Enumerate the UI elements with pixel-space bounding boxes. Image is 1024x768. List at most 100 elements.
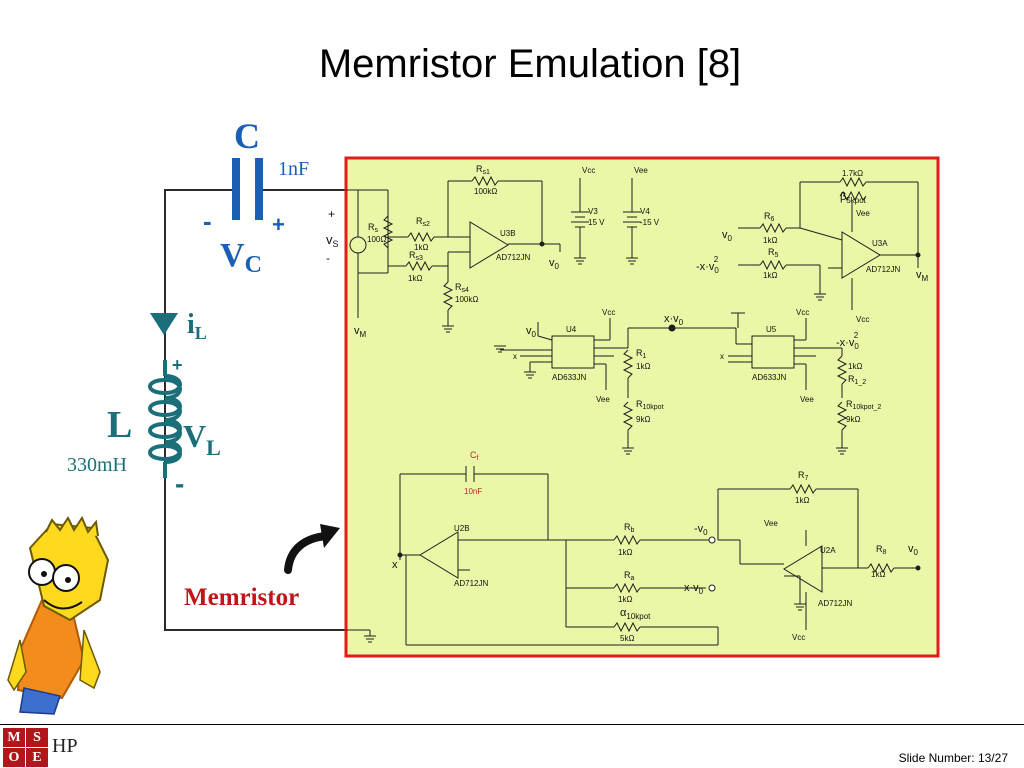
capacitor-value: 1nF: [278, 158, 309, 180]
rs3-value: 1kΩ: [408, 274, 422, 283]
cf-name-main: C: [470, 450, 477, 460]
rs1-value: 100kΩ: [474, 187, 497, 196]
beta-name: β5kpot: [840, 191, 867, 205]
neg-v0: -v0: [694, 523, 708, 537]
r1-name-sub: 1: [643, 353, 647, 360]
capacitor-symbol: [232, 158, 263, 220]
r1-value: 1kΩ: [636, 362, 650, 371]
beta-name-sub: 5kpot: [846, 196, 866, 205]
rs2-name: Rs2: [416, 216, 430, 228]
capacitor-minus: -: [203, 206, 212, 236]
source-v: v: [326, 232, 333, 247]
r8-name: R8: [876, 544, 887, 556]
cartoon-character-image: [7, 515, 110, 715]
inductor-voltage-sub: L: [206, 435, 221, 460]
u5-out-sup: 2: [854, 331, 859, 340]
neg-v0-v: -v: [694, 523, 704, 535]
rb-name-sub: b: [631, 527, 635, 534]
xv0-low-sub: 0: [699, 587, 704, 596]
r8-name-main: R: [876, 544, 883, 554]
source-plus: +: [328, 207, 335, 221]
slide-number: Slide Number: 13/27: [898, 751, 1008, 765]
u5-out-prefix: -x·v: [836, 337, 855, 349]
r10-2-name-sub: 10kpot_2: [853, 404, 882, 411]
inductor-minus: -: [175, 468, 184, 499]
inductor-voltage: VL: [183, 418, 221, 460]
r7-name-sub: 7: [805, 475, 809, 482]
r6-name: R6: [764, 211, 775, 223]
v0-out1-sub: 0: [555, 262, 560, 271]
current-sub: L: [195, 323, 207, 343]
source-label: vS: [326, 232, 339, 249]
u2a-vcc: Vcc: [792, 633, 805, 642]
memristor-arrow-icon: [284, 532, 330, 574]
u2b-name: U2B: [454, 524, 470, 533]
u2a-part: AD712JN: [818, 599, 852, 608]
u4-in-v-sub: 0: [532, 330, 537, 339]
r7-name-main: R: [798, 470, 805, 480]
u3a-in2-prefix: -x·v: [696, 261, 715, 273]
u3a-in1-v: v: [722, 229, 728, 241]
v0-out2-v: v: [908, 543, 914, 555]
u3a-in2-sup: 2: [714, 255, 719, 264]
r7-name: R7: [798, 470, 809, 482]
cf-value: 10nF: [464, 487, 482, 496]
r10-value: 9kΩ: [636, 415, 650, 424]
u5-vee: Vee: [800, 395, 814, 404]
rs3-name-sub: s3: [416, 255, 424, 262]
vm-label: vM: [354, 325, 367, 339]
capacitor-plus: +: [272, 212, 285, 237]
u3a-out-sub: M: [922, 274, 929, 283]
u5-name: U5: [766, 325, 777, 334]
beta-value: 1.7kΩ: [842, 169, 863, 178]
memristor-arrowhead-icon: [320, 524, 340, 548]
rs1-name-main: R: [476, 164, 483, 174]
u3b-part: AD712JN: [496, 253, 530, 262]
vm-v: v: [354, 325, 360, 337]
footer-divider: [0, 724, 1024, 725]
current-arrow-icon: [150, 313, 178, 335]
u5-out-sub: 0: [854, 342, 859, 351]
r5-name: R5: [768, 247, 779, 259]
xv0-low-text: x·v: [684, 582, 699, 594]
beta-name-main: β: [840, 191, 846, 203]
u4-vcc: Vcc: [602, 308, 615, 317]
rb-name: Rb: [624, 522, 635, 534]
r10-name: R10kpot: [636, 399, 664, 411]
source-sub: S: [333, 239, 339, 249]
u4-in-x: x: [513, 352, 517, 361]
v0-out2: v0: [908, 543, 919, 557]
rb-name-main: R: [624, 522, 631, 532]
neg-v0-sub: 0: [703, 528, 708, 537]
u2a-name: U2A: [820, 546, 836, 555]
rb-value: 1kΩ: [618, 548, 632, 557]
v3-value: 15 V: [588, 218, 605, 227]
alpha-name-main: α: [620, 607, 627, 619]
rs-value: 100Ω: [367, 235, 386, 244]
u4-name: U4: [566, 325, 577, 334]
u4-in-v: v0: [526, 325, 537, 339]
u4-part: AD633JN: [552, 373, 586, 382]
u2b-part: AD712JN: [454, 579, 488, 588]
capacitor-voltage-sub: C: [245, 252, 262, 278]
r5-name-sub: 5: [775, 252, 779, 259]
xv0-mid: x·v0: [664, 313, 684, 327]
rs4-value: 100kΩ: [455, 295, 478, 304]
x-label: x: [392, 559, 398, 571]
r5-name-main: R: [768, 247, 775, 257]
memristor-label: Memristor: [184, 584, 299, 611]
outer-circuit-wires: [164, 189, 346, 631]
r10-2-value: 9kΩ: [846, 415, 860, 424]
hp-mark-logo: HP: [52, 735, 78, 757]
v4-name: V4: [640, 207, 650, 216]
r1-2-name-sub: 1_2: [855, 379, 867, 386]
u3b-name: U3B: [500, 229, 516, 238]
rs2-name-main: R: [416, 216, 423, 226]
u3a-in1: v0: [722, 229, 733, 243]
u5-part: AD633JN: [752, 373, 786, 382]
cf-name: Cf: [470, 450, 479, 462]
logo-cell-s: S: [26, 728, 48, 747]
v0-out1: v0: [549, 257, 560, 271]
r6-name-main: R: [764, 211, 771, 221]
cf-name-sub: f: [477, 455, 479, 462]
